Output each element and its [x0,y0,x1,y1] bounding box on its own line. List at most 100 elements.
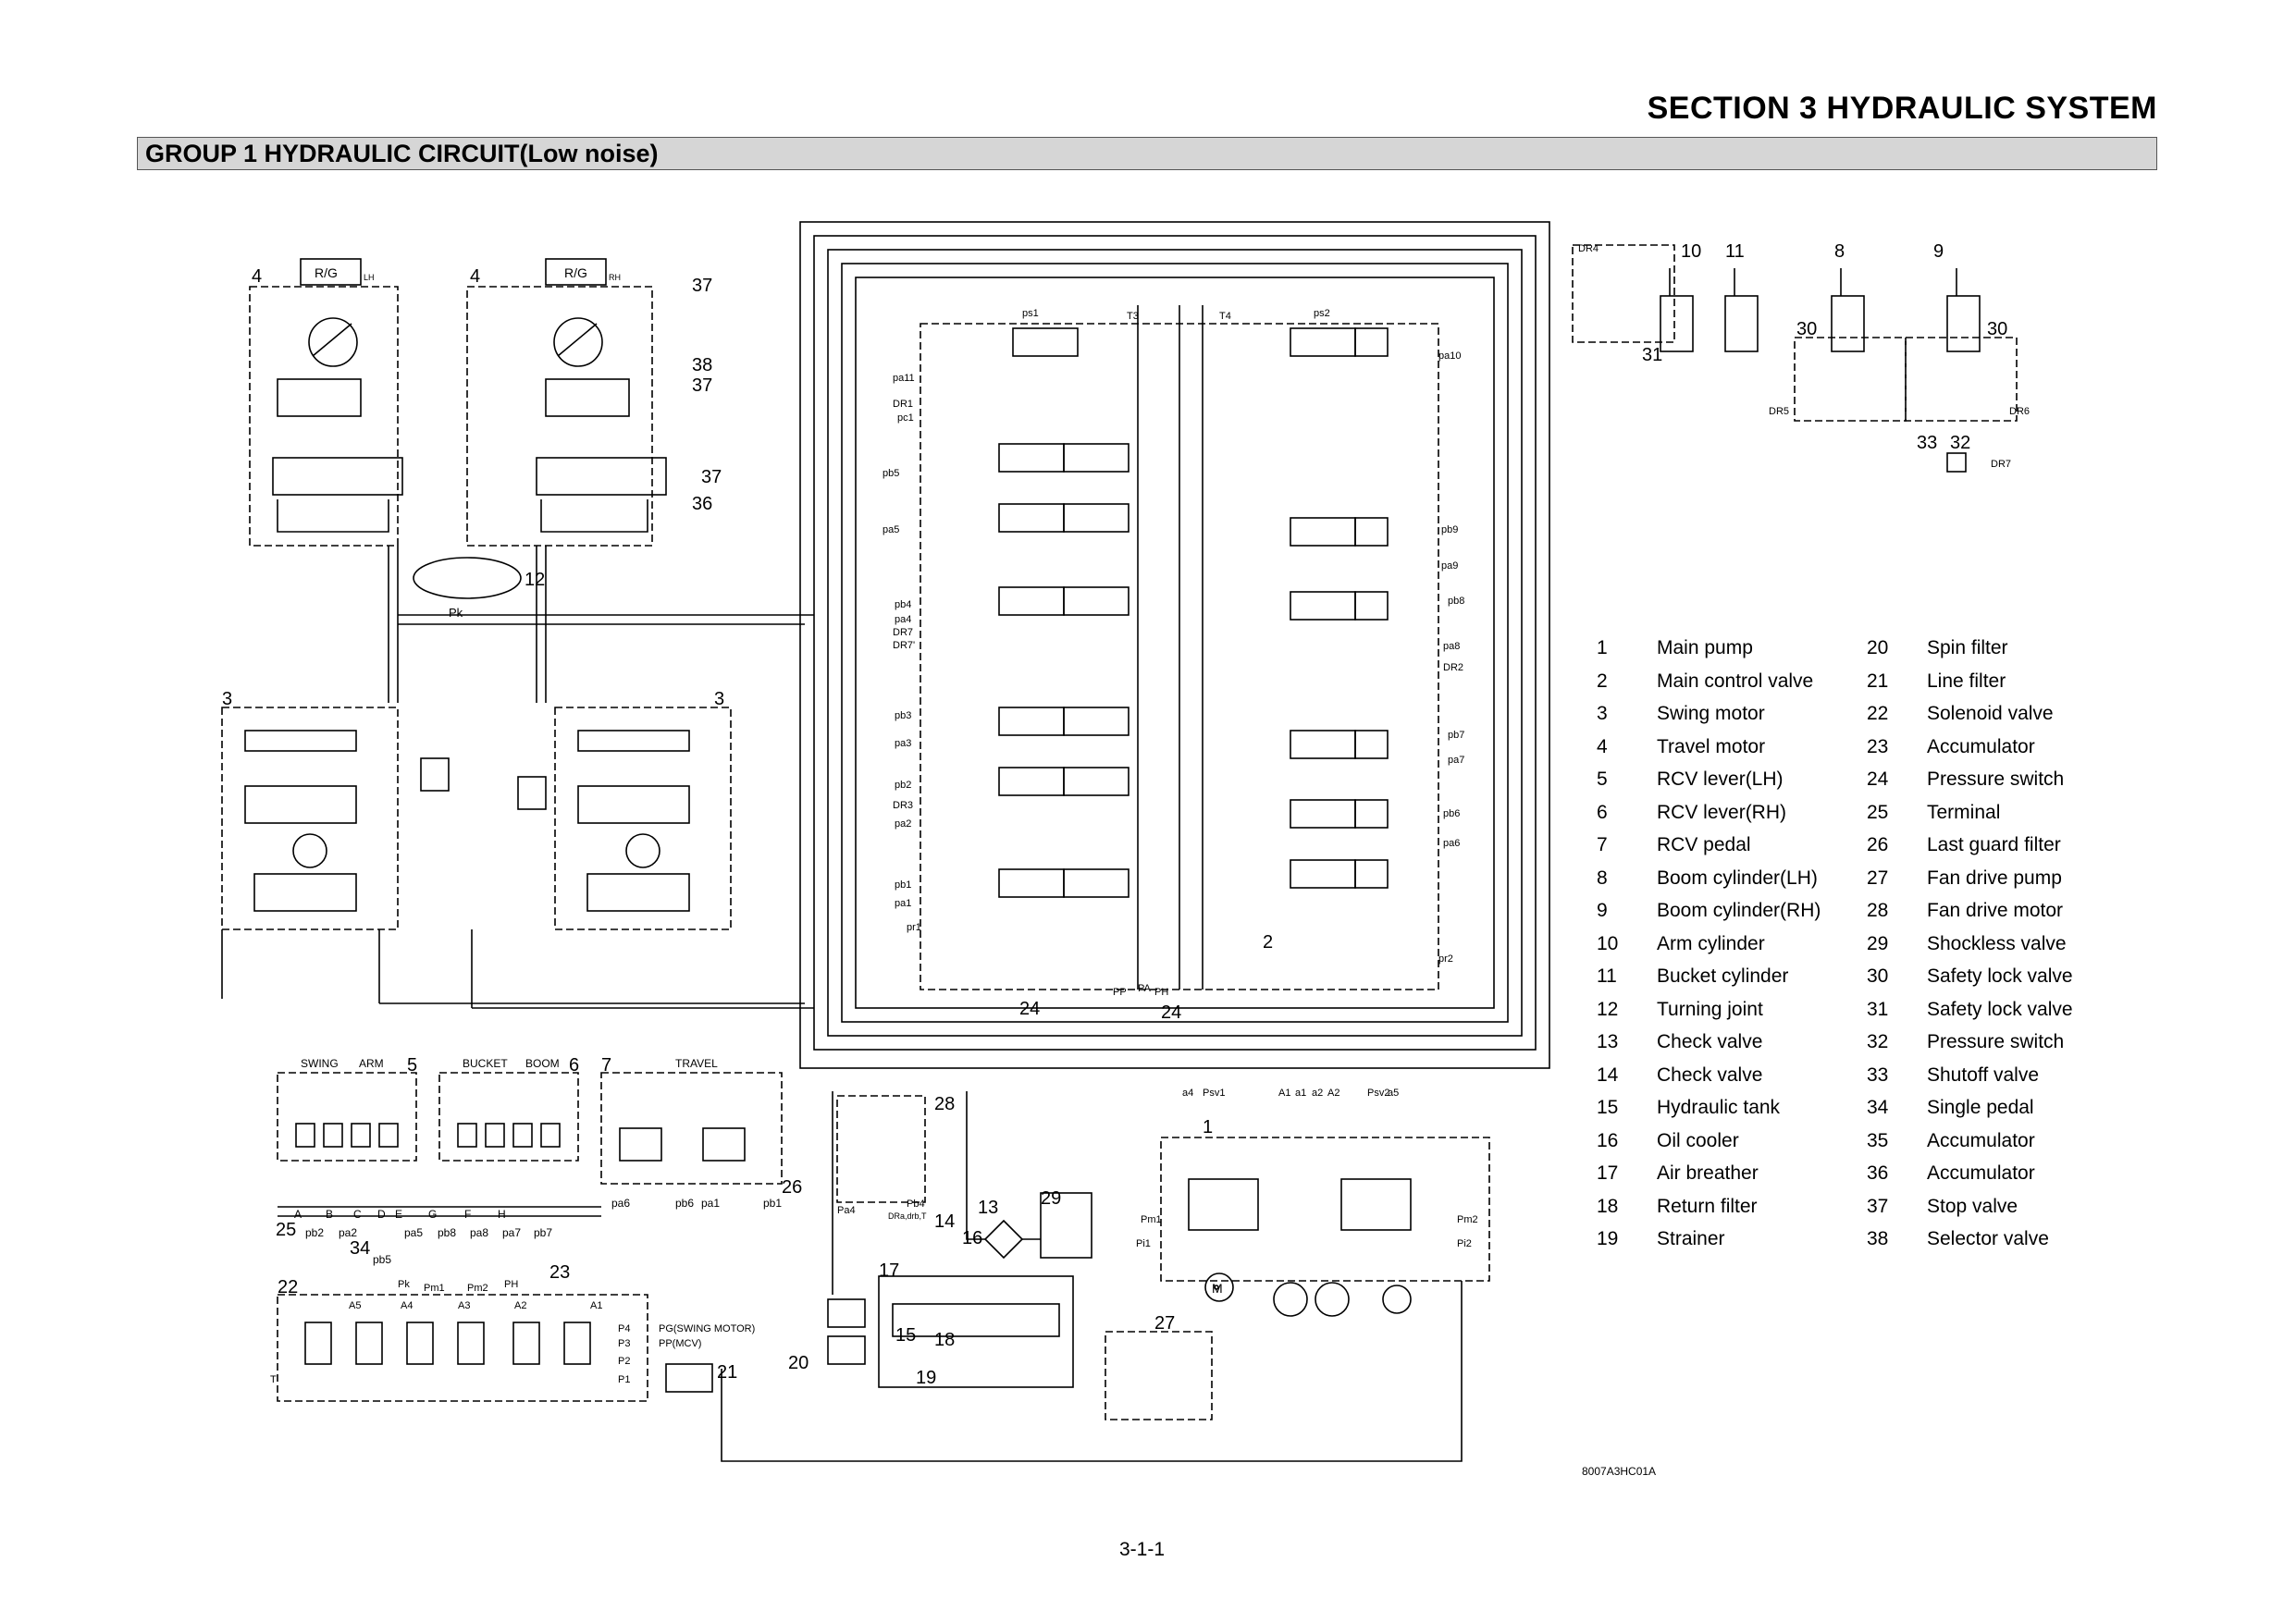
pump-port-psv2: Psv2 [1367,1088,1389,1099]
travel-motor-rh [466,258,667,547]
port-pb6: pb6 [675,1197,694,1210]
cylinder-callout-10: 10 [1681,241,1701,262]
safety-lock-valve-30-left [1794,337,1907,422]
pump-port-psv1: Psv1 [1203,1088,1225,1099]
safety-callout-31: 31 [1642,345,1662,365]
solenoid-port-labels: A5 A4 A3 A2 A1 Pk Pm1 Pm2 PH P4 P3 P2 P1… [270,1279,630,1385]
mcv-port-pa6: pa6 [1443,838,1460,849]
cylinder-callout-9: 9 [1933,241,1944,262]
mcv-port-pb1: pb1 [895,879,911,891]
sol-port-a5: A5 [349,1300,361,1311]
port-pb2: pb2 [305,1226,324,1239]
callout-37-a: 37 [692,375,712,396]
mcv-port-pb3: pb3 [895,710,911,721]
turning-joint [413,557,522,599]
travel-lh-side-label: LH [364,273,375,282]
cylinder-callout-8: 8 [1834,241,1845,262]
solenoid-line-pg: PG(SWING MOTOR) [659,1323,755,1334]
port-pa6: pa6 [611,1197,630,1210]
mcv-port-ps2: ps2 [1314,308,1330,319]
mcv-port-t3: T3 [1127,311,1139,322]
port-pa8: pa8 [470,1226,488,1239]
callout-19: 19 [916,1368,936,1388]
safety-callout-32: 32 [1950,433,1970,453]
safety-lock-valve-31 [1572,244,1675,343]
terminal-labels: A B C D E G F H pb2 pa2 pa5 pb8 pa8 pa7 … [294,1197,782,1266]
drain-dr6: DR6 [2009,406,2030,417]
pump-port-a5: a5 [1388,1088,1399,1099]
callout-25: 25 [276,1220,296,1240]
solenoid-callout: 22 [278,1277,298,1297]
drain-dr5: DR5 [1769,406,1789,417]
turning-joint-callout: 12 [525,570,545,590]
mcv-port-ps1: ps1 [1022,308,1039,319]
rcv-lh-label-arm: ARM [359,1057,384,1070]
safety-callout-30-right: 30 [1987,319,2007,339]
rcv-lever-rh [438,1072,579,1162]
mcv-port-pa11: pa11 [893,373,915,384]
pump-port-pi2: Pi2 [1457,1238,1472,1249]
pedal-label-travel: TRAVEL [675,1057,718,1070]
port-pa7: pa7 [502,1226,521,1239]
rcv-rh-callout: 6 [569,1055,579,1076]
main-pump [1160,1137,1490,1282]
sol-inlet-t: T [270,1374,277,1385]
terminal-h: H [498,1208,506,1221]
terminal-c: C [353,1208,362,1221]
swing-motor-left [221,707,399,930]
mcv-port-dr2: DR2 [1443,662,1463,673]
callout-34: 28 [934,1094,955,1114]
travel-rh-box-label: R/G [564,265,587,280]
callout-38: 38 [692,355,712,375]
cylinder-callout-11: 11 [1725,241,1745,262]
oil-cooler [983,1219,1024,1260]
solenoid-valve-block [277,1294,648,1402]
drain-dr4: DR4 [1578,243,1599,254]
callout-24-a: 24 [1019,999,1040,1019]
arm-cylinder [1660,268,1694,352]
sol-port-a2: A2 [514,1300,526,1311]
mcv-port-pb7: pb7 [1448,730,1464,741]
sol-port-pk: Pk [398,1279,410,1290]
mcv-port-pa9: pa9 [1441,560,1458,572]
pump-port-a2-cap: A2 [1327,1088,1339,1099]
travel-rh-callout: 4 [470,266,480,287]
pump-port-pi1: Pi1 [1136,1238,1151,1249]
port-pa1: pa1 [701,1197,720,1210]
sol-inlet-p2: P2 [618,1356,630,1367]
callout-26: 26 [782,1177,802,1198]
safety-callout-30-left: 30 [1796,319,1817,339]
mcv-port-ph: PH [1154,987,1168,998]
pump-callout: 1 [1203,1117,1213,1137]
terminal-f: F [464,1208,471,1221]
rcv-rh-label-boom: BOOM [525,1057,560,1070]
mcv-port-pa2: pa2 [895,818,911,830]
mcv-port-pa3: pa3 [895,738,911,749]
callout-23: 23 [549,1262,570,1283]
rcv-lever-lh [277,1072,417,1162]
terminal-e: E [395,1208,402,1221]
callout-14: 14 [934,1211,955,1232]
mcv-port-pb5: pb5 [883,468,899,479]
sol-inlet-p3: P3 [618,1338,630,1349]
callout-27: 27 [1154,1313,1175,1334]
callout-37-b: 37 [701,467,722,487]
mcv-port-labels: ps1 ps2 T3 T4 pa11 DR1 pc1 pb5 pa5 pb4 p… [883,308,1464,998]
sol-port-pm1: Pm1 [424,1283,445,1294]
drain-dr7: DR7 [1991,459,2011,470]
pump-port-a2: a2 [1312,1088,1323,1099]
port-pb7: pb7 [534,1226,552,1239]
callout-35: 36 [692,494,712,514]
sol-port-pm2: Pm2 [467,1283,488,1294]
mcv-port-pa5: pa5 [883,524,899,535]
pedal-drain-label: DRa,drb,T [888,1211,927,1221]
sol-port-ph: PH [504,1279,518,1290]
rcv-rh-label-bucket: BUCKET [463,1057,508,1070]
mcv-port-pa1: pa1 [895,898,911,909]
swing-motor-callout-left: 3 [222,689,232,709]
port-pb1: pb1 [763,1197,782,1210]
travel-motor-lh [249,258,403,547]
fan-drive-pump [1105,1331,1213,1420]
swing-motor-right [554,707,732,930]
terminal-d: D [377,1208,386,1221]
